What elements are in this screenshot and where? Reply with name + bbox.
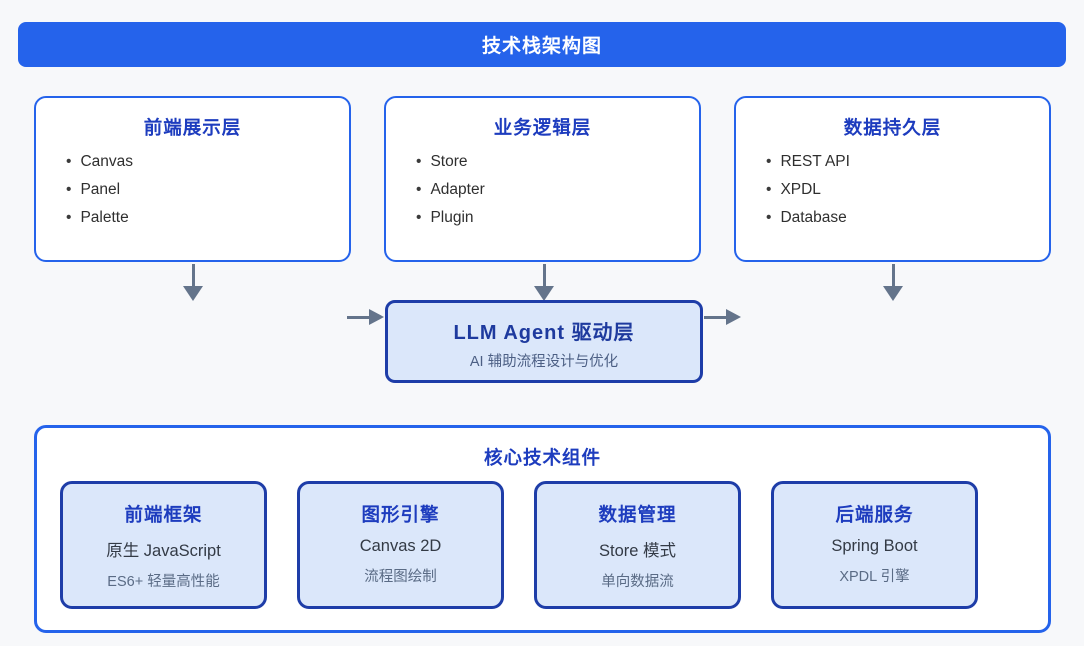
llm-agent-layer-box: LLM Agent 驱动层 AI 辅助流程设计与优化 — [385, 300, 703, 383]
layer-item: Adapter — [416, 176, 699, 204]
layer-item: Database — [766, 204, 1049, 232]
layer-item-list: Store Adapter Plugin — [386, 148, 699, 232]
component-card-graphics-engine: 图形引擎 Canvas 2D 流程图绘制 — [297, 481, 504, 609]
layer-item: Palette — [66, 204, 349, 232]
component-card-title: 图形引擎 — [361, 504, 440, 525]
diagram-title: 技术栈架构图 — [481, 36, 602, 57]
layer-item: REST API — [766, 148, 1049, 176]
layer-title: 前端展示层 — [143, 117, 242, 138]
llm-agent-title: LLM Agent 驱动层 — [453, 322, 635, 344]
layer-box-data-persistence: 数据持久层 REST API XPDL Database — [734, 96, 1051, 262]
layer-box-business-logic: 业务逻辑层 Store Adapter Plugin — [384, 96, 701, 262]
layer-box-frontend: 前端展示层 Canvas Panel Palette — [34, 96, 351, 262]
diagram-title-banner: 技术栈架构图 — [18, 22, 1066, 67]
component-card-tech: Spring Boot — [831, 537, 918, 555]
component-card-note: ES6+ 轻量高性能 — [107, 574, 220, 590]
layer-item: Store — [416, 148, 699, 176]
layer-item: Canvas — [66, 148, 349, 176]
component-card-frontend-framework: 前端框架 原生 JavaScript ES6+ 轻量高性能 — [60, 481, 267, 609]
component-cards-row: 前端框架 原生 JavaScript ES6+ 轻量高性能 图形引擎 Canva… — [60, 481, 978, 609]
arrow-out-of-agent-icon — [704, 309, 741, 325]
llm-agent-subtitle: AI 辅助流程设计与优化 — [469, 354, 619, 370]
component-card-tech: Store 模式 — [598, 542, 677, 560]
component-card-note: XPDL 引擎 — [839, 569, 910, 585]
component-card-tech: 原生 JavaScript — [106, 542, 221, 560]
core-components-title: 核心技术组件 — [483, 447, 601, 468]
component-card-note: 单向数据流 — [601, 574, 674, 590]
layer-item: Panel — [66, 176, 349, 204]
component-card-note: 流程图绘制 — [364, 569, 437, 585]
layers-row: 前端展示层 Canvas Panel Palette 业务逻辑层 Store A… — [34, 96, 1051, 262]
layer-title: 业务逻辑层 — [493, 117, 592, 138]
layer-title: 数据持久层 — [843, 117, 942, 138]
core-components-panel: 核心技术组件 前端框架 原生 JavaScript ES6+ 轻量高性能 图形引… — [34, 425, 1051, 633]
component-card-title: 数据管理 — [598, 504, 677, 525]
component-card-title: 后端服务 — [835, 504, 914, 525]
component-card-backend-service: 后端服务 Spring Boot XPDL 引擎 — [771, 481, 978, 609]
component-card-data-management: 数据管理 Store 模式 单向数据流 — [534, 481, 741, 609]
arrow-into-agent-icon — [347, 309, 384, 325]
down-arrow-frontend — [182, 264, 204, 301]
layer-item-list: Canvas Panel Palette — [36, 148, 349, 232]
component-card-tech: Canvas 2D — [359, 537, 442, 555]
down-arrow-business — [533, 264, 555, 301]
down-arrow-data — [882, 264, 904, 301]
layer-item-list: REST API XPDL Database — [736, 148, 1049, 232]
component-card-title: 前端框架 — [124, 504, 203, 525]
layer-item: XPDL — [766, 176, 1049, 204]
layer-item: Plugin — [416, 204, 699, 232]
